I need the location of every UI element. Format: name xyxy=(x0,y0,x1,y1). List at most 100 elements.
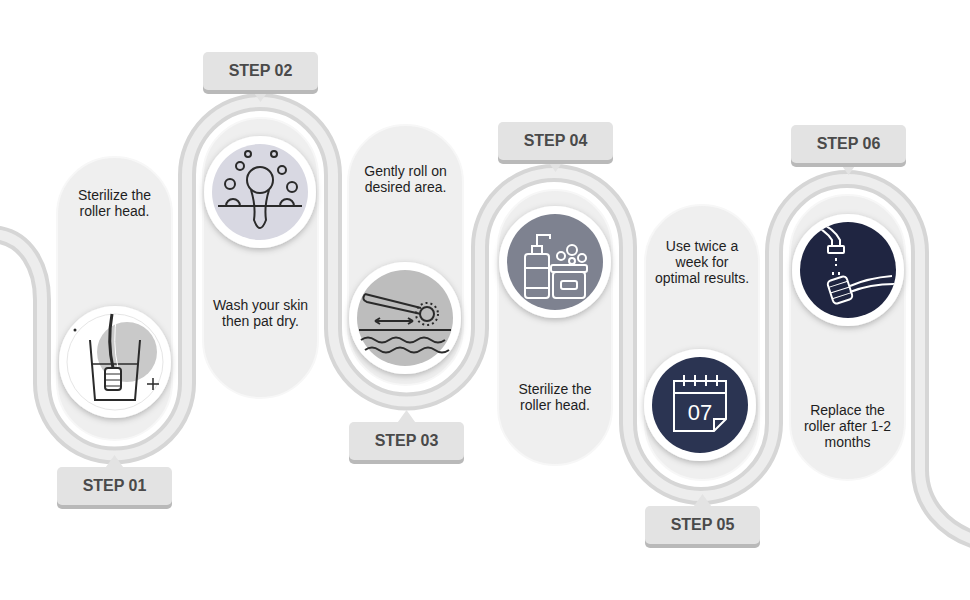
cleanser-icon-part-part xyxy=(532,246,542,254)
step-card: Use twice a week for optimal results. xyxy=(645,205,759,480)
step-tab: STEP 04 xyxy=(498,122,613,160)
cleanser-icon-part-part xyxy=(551,265,587,272)
calendar-icon-part xyxy=(644,349,756,461)
track-center xyxy=(0,102,970,540)
wash-icon-part-part xyxy=(287,182,297,192)
cleanser-icon-part-part xyxy=(553,272,585,298)
cleanser-icon-part-part xyxy=(567,245,577,255)
sterilize-icon-part xyxy=(110,314,113,368)
winding-track xyxy=(0,102,970,540)
roll-icon-part-part xyxy=(420,307,434,321)
card-outline xyxy=(498,190,612,465)
roll-icon-part xyxy=(349,262,461,374)
roll-icon-part-part xyxy=(361,338,445,343)
sterilize-icon-part xyxy=(115,314,118,368)
roll-icon-part-part xyxy=(359,329,451,331)
step-label: STEP 06 xyxy=(817,135,881,153)
track-band xyxy=(0,102,970,540)
replace-icon-part-part xyxy=(818,222,840,246)
replace-icon xyxy=(792,214,904,326)
step-instruction: Use twice a week for optimal results. xyxy=(654,238,750,286)
card-outline xyxy=(203,118,318,398)
wash-icon-part-part xyxy=(271,151,277,157)
roll-icon-part-part xyxy=(365,294,421,308)
cleanser-icon-part-part xyxy=(525,254,549,298)
step-tab: STEP 03 xyxy=(349,422,464,460)
cleanser-icon xyxy=(499,206,611,318)
step-tab: STEP 05 xyxy=(645,506,760,544)
replace-icon-part-part xyxy=(827,275,853,304)
wash-icon-part-part xyxy=(218,205,302,207)
wash-icon-part-part xyxy=(251,190,269,228)
roll-icon-part xyxy=(357,270,453,366)
wash-icon-part xyxy=(218,151,302,228)
wash-icon-part xyxy=(212,144,308,240)
cleanser-icon-part-part xyxy=(557,252,565,260)
wash-icon xyxy=(204,136,316,248)
step-instruction: Sterilize the roller head. xyxy=(66,187,164,219)
step-label: STEP 04 xyxy=(524,132,588,150)
sterilize-icon-part xyxy=(147,378,159,390)
step-label: STEP 03 xyxy=(375,432,439,450)
calendar-icon xyxy=(644,349,756,461)
wash-icon-part-part xyxy=(236,162,244,170)
replace-icon-part-part xyxy=(828,246,844,253)
step-tab: STEP 06 xyxy=(791,125,906,163)
step-label: STEP 02 xyxy=(229,62,293,80)
step-card: Gently roll on desired area. xyxy=(348,125,463,385)
cleanser-icon-part-part xyxy=(578,254,586,262)
card-outline xyxy=(790,195,905,480)
step-instruction: Gently roll on desired area. xyxy=(358,163,454,195)
calendar-icon-part-part xyxy=(714,419,726,431)
sterilize-icon-part xyxy=(67,314,163,410)
sterilize-icon-part xyxy=(74,329,77,332)
sterilize-icon-part xyxy=(105,368,121,390)
cleanser-icon-part-part xyxy=(569,258,575,264)
sterilize-icon-part xyxy=(105,374,121,386)
replace-icon-part-part-part xyxy=(827,275,853,304)
replace-icon-part xyxy=(792,214,904,326)
step-tab: STEP 01 xyxy=(57,467,172,505)
calendar-day: 07 xyxy=(670,400,730,426)
tab-pointer xyxy=(251,88,271,102)
step-card: Replace the roller after 1-2 months xyxy=(790,195,905,480)
step-card: Sterilize the roller head. xyxy=(498,190,612,465)
step-card: Wash your skin then pat dry. xyxy=(203,118,318,398)
card-outline xyxy=(57,157,172,440)
wash-icon-part-part xyxy=(245,151,251,157)
calendar-icon-part xyxy=(652,357,748,453)
sterilize-icon-part xyxy=(59,306,171,418)
calendar-icon-part-part xyxy=(674,392,726,394)
calendar-icon-part-part xyxy=(684,375,717,386)
wash-icon-part-part xyxy=(247,167,273,193)
replace-icon-part-part xyxy=(833,258,839,278)
roll-icon-part-part xyxy=(416,303,438,325)
wash-icon-part xyxy=(204,136,316,248)
cleanser-icon-part xyxy=(525,235,587,298)
card-shapes xyxy=(57,118,905,480)
wash-icon-part-part xyxy=(278,166,286,174)
step-label: STEP 01 xyxy=(83,477,147,495)
cleanser-icon-part-part xyxy=(525,268,549,288)
tab-pointers xyxy=(105,88,859,508)
sterilize-icon-part xyxy=(92,363,138,365)
wash-icon-part-part xyxy=(226,199,294,206)
cleanser-icon-part xyxy=(499,206,611,318)
cleanser-icon-part-part xyxy=(537,235,550,246)
card-outline xyxy=(348,125,463,385)
card-outline xyxy=(645,205,759,480)
replace-icon-part-part xyxy=(850,284,894,292)
tab-pointer xyxy=(839,161,859,175)
roll-icon-part-part xyxy=(365,348,449,353)
roll-icon-part xyxy=(359,294,451,353)
step-label: STEP 05 xyxy=(671,516,735,534)
replace-icon-part-part-part xyxy=(829,281,852,299)
replace-icon-part-part xyxy=(808,222,832,246)
replace-icon-part xyxy=(800,222,896,318)
cleanser-icon-part xyxy=(507,214,603,310)
roll-icon xyxy=(349,262,461,374)
sterilize-icon xyxy=(59,306,171,418)
